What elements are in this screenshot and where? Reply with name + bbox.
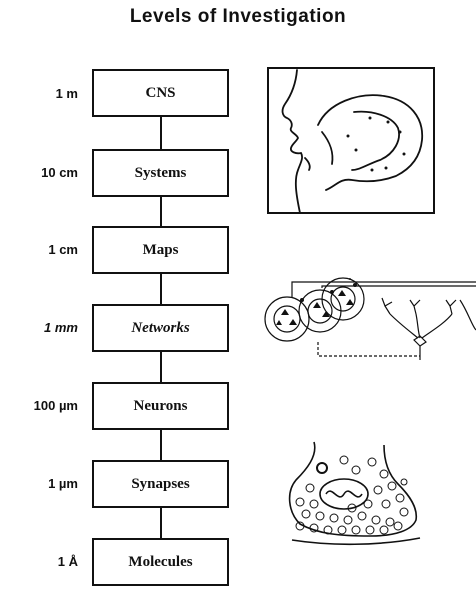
level-label-cns: CNS [145, 84, 176, 101]
brain-markers [346, 116, 406, 172]
scale-label-networks: 1 mm [44, 320, 78, 335]
connector-line [160, 352, 162, 382]
synapse-illustration [288, 441, 421, 546]
scale-label-molecules: 1 Å [57, 554, 78, 569]
scale-label-cns: 1 m [55, 86, 78, 101]
level-box-networks: Networks [92, 304, 229, 352]
level-label-synapses: Synapses [131, 475, 190, 492]
scale-label-maps: 1 cm [48, 242, 78, 257]
level-label-networks: Networks [131, 319, 190, 336]
synaptic-vesicles [295, 455, 409, 535]
level-box-maps: Maps [92, 226, 229, 274]
connector-line [160, 197, 162, 226]
connector-line [160, 508, 162, 538]
diagram-title: Levels of Investigation [129, 6, 347, 27]
level-box-cns: CNS [92, 69, 229, 117]
network-cell-markers [276, 283, 357, 325]
connector-line [160, 274, 162, 304]
level-label-neurons: Neurons [133, 397, 188, 414]
scale-label-synapses: 1 µm [48, 476, 78, 491]
level-box-synapses: Synapses [92, 460, 229, 508]
level-box-molecules: Molecules [92, 538, 229, 586]
scale-label-neurons: 100 µm [33, 398, 78, 413]
level-label-maps: Maps [142, 241, 179, 258]
scale-label-systems: 10 cm [41, 165, 78, 180]
connector-line [160, 117, 162, 149]
connector-line [160, 430, 162, 460]
level-box-neurons: Neurons [92, 382, 229, 430]
level-box-systems: Systems [92, 149, 229, 197]
head-profile-frame [267, 67, 435, 214]
head-profile-icon [281, 69, 423, 214]
network-illustration [264, 277, 476, 360]
level-label-systems: Systems [134, 164, 187, 181]
level-label-molecules: Molecules [128, 553, 193, 570]
